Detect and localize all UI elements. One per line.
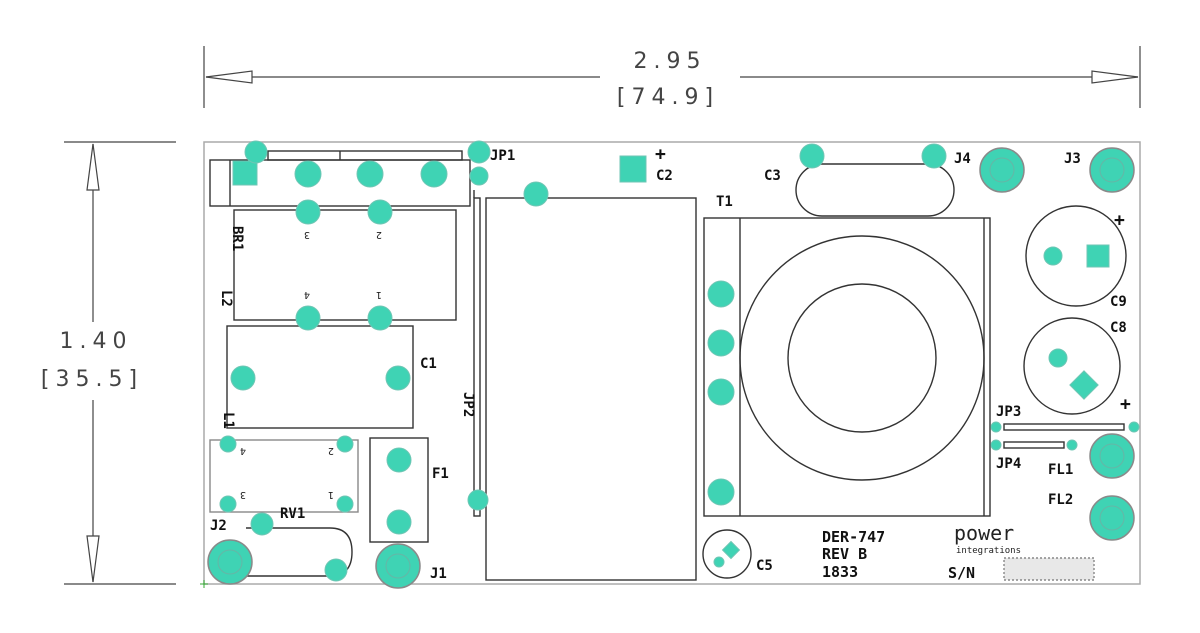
t1-body (703, 217, 991, 517)
c3-body (795, 163, 955, 217)
j2-pad (207, 539, 253, 585)
origin-marker (200, 580, 208, 588)
logo-integrations: integrations (956, 546, 1021, 556)
label-c8-plus: + (1120, 394, 1131, 415)
label-c2: C2 (656, 168, 673, 184)
svg-text:1: 1 (328, 489, 334, 500)
svg-text:4: 4 (304, 289, 310, 300)
board-revision: REV B (822, 545, 867, 563)
small-pads (219, 140, 1140, 582)
label-rv1: RV1 (280, 506, 305, 522)
fl1-pad (1089, 433, 1135, 479)
label-c9-plus: + (1114, 210, 1125, 231)
label-jp4: JP4 (996, 456, 1021, 472)
label-c5: C5 (756, 558, 773, 574)
jp3-body (1003, 423, 1125, 431)
label-j2: J2 (210, 518, 227, 534)
jp4-body (1003, 441, 1065, 449)
label-jp1: JP1 (490, 148, 515, 164)
br1-pad-square (232, 160, 258, 186)
j3-pad (1089, 147, 1135, 193)
label-j1: J1 (430, 566, 447, 582)
pin-number-labels: 3 2 4 1 4 2 3 1 (240, 229, 382, 500)
c8-body (1023, 317, 1121, 415)
label-j4: J4 (954, 151, 971, 167)
label-c3: C3 (764, 168, 781, 184)
label-c1: C1 (420, 356, 437, 372)
l1-body (209, 439, 359, 513)
label-jp3: JP3 (996, 404, 1021, 420)
label-t1: T1 (716, 194, 733, 210)
label-j3: J3 (1064, 151, 1081, 167)
c1-body (226, 325, 414, 429)
logo-power: power (954, 521, 1014, 545)
width-dimension (203, 46, 1141, 108)
label-c9: C9 (1110, 294, 1127, 310)
component-outlines (209, 150, 1127, 581)
width-mm: [74.9] (617, 85, 719, 110)
t1-core-inner (787, 283, 937, 433)
label-l1: L1 (220, 412, 236, 429)
refdes-labels: JP1 + C2 C3 J4 J3 T1 BR1 L2 C1 JP2 L1 + … (210, 144, 1131, 582)
height-mm: [35.5] (41, 367, 143, 392)
label-jp2: JP2 (460, 392, 476, 417)
c5-body (702, 529, 752, 579)
jp2-bar (473, 197, 481, 517)
br1-tab (267, 150, 463, 161)
board-name: DER-747 (822, 528, 885, 546)
cap-body-large (485, 197, 697, 581)
board-outline (203, 141, 1141, 585)
pads (207, 147, 1135, 589)
svg-text:3: 3 (240, 489, 246, 500)
svg-text:3: 3 (304, 229, 310, 240)
height-dimension (64, 141, 176, 585)
width-inches: 2.95 (634, 49, 707, 74)
label-c8: C8 (1110, 320, 1127, 336)
svg-text:1: 1 (376, 289, 382, 300)
fl2-pad (1089, 495, 1135, 541)
height-inches: 1.40 (60, 329, 133, 354)
j4-pad (979, 147, 1025, 193)
svg-text:2: 2 (376, 229, 382, 240)
label-c2-plus: + (655, 144, 666, 165)
l2-body (233, 209, 457, 321)
sn-box (1003, 557, 1095, 581)
silkscreen-text: DER-747 REV B 1833 S/N (822, 528, 975, 582)
label-fl2: FL2 (1048, 492, 1073, 508)
t1-core-outer (739, 235, 985, 481)
c2-pad-square (619, 155, 647, 183)
c9-body (1025, 205, 1127, 307)
label-l2: L2 (218, 290, 234, 307)
label-f1: F1 (432, 466, 449, 482)
pad-inner-rings (217, 157, 1125, 579)
power-integrations-logo: power integrations (954, 521, 1021, 556)
label-br1: BR1 (229, 226, 245, 251)
j1-pad (375, 543, 421, 589)
label-fl1: FL1 (1048, 462, 1073, 478)
svg-text:2: 2 (328, 445, 334, 456)
board-date-code: 1833 (822, 563, 858, 581)
sn-label: S/N (948, 564, 975, 582)
svg-text:4: 4 (240, 445, 246, 456)
f1-body (369, 437, 429, 543)
